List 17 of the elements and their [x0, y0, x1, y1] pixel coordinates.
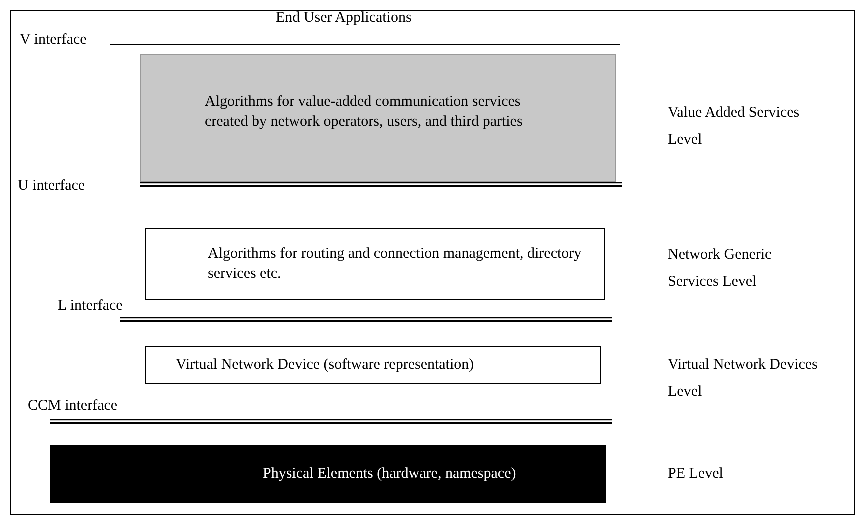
level-label: Network Generic Services Level: [668, 246, 773, 292]
interface-label: L interface: [58, 297, 123, 316]
level-label: Virtual Network Devices Level: [668, 356, 818, 402]
layer-title: End User Applications: [276, 9, 412, 28]
box-text: Physical Elements (hardware, namespace): [263, 464, 516, 484]
box-text: Virtual Network Device (software representation): [176, 356, 474, 375]
service-layer-box: [140, 54, 616, 182]
device-layer-box: [145, 346, 601, 384]
interface-label: V interface: [20, 31, 87, 50]
interface-label: CCM interface: [28, 397, 118, 416]
interface-label: U interface: [18, 177, 86, 196]
service-layer-box: [145, 228, 605, 300]
box-text: Algorithms for routing and connection management, directory services etc.: [208, 244, 583, 284]
physical-layer-box: [50, 445, 606, 503]
level-label: Value Added Services Level: [668, 104, 801, 150]
box-text: Algorithms for value-added communication services created by network operators, users, and third parties: [205, 92, 524, 132]
level-label: PE Level: [668, 465, 724, 484]
